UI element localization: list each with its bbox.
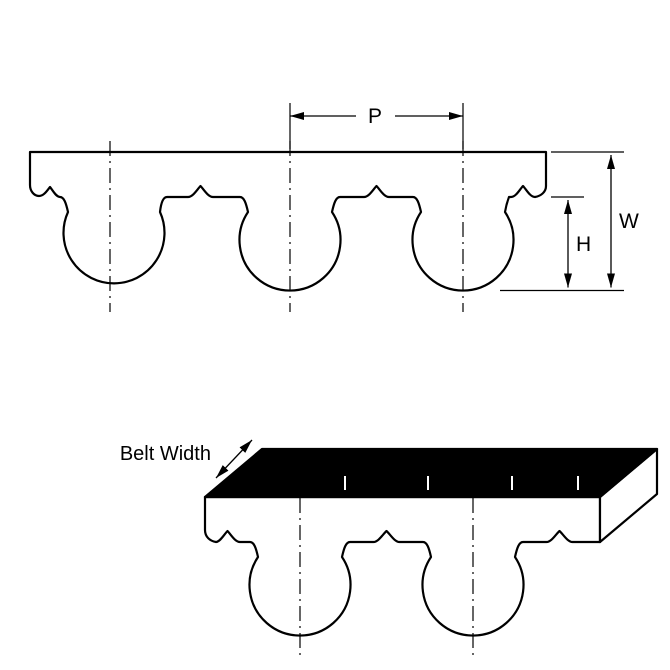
belt-front-face bbox=[203, 495, 602, 637]
belt-width-label: Belt Width bbox=[120, 443, 211, 465]
belt-top-surface bbox=[203, 447, 659, 499]
height-dimension: H bbox=[551, 196, 591, 288]
belt-profile-outline bbox=[28, 150, 548, 292]
pitch-dimension: P bbox=[289, 103, 464, 149]
width-label: W bbox=[619, 210, 639, 233]
height-label: H bbox=[576, 233, 591, 256]
profile-view: P W H bbox=[28, 103, 639, 312]
width-dimension: W bbox=[500, 151, 639, 292]
perspective-view: Belt Width bbox=[120, 439, 659, 657]
pitch-label: P bbox=[368, 105, 382, 128]
belt-width-annotation: Belt Width bbox=[120, 439, 253, 479]
belt-width-arrow bbox=[215, 439, 253, 479]
top-surface-tick-marks bbox=[344, 476, 579, 490]
